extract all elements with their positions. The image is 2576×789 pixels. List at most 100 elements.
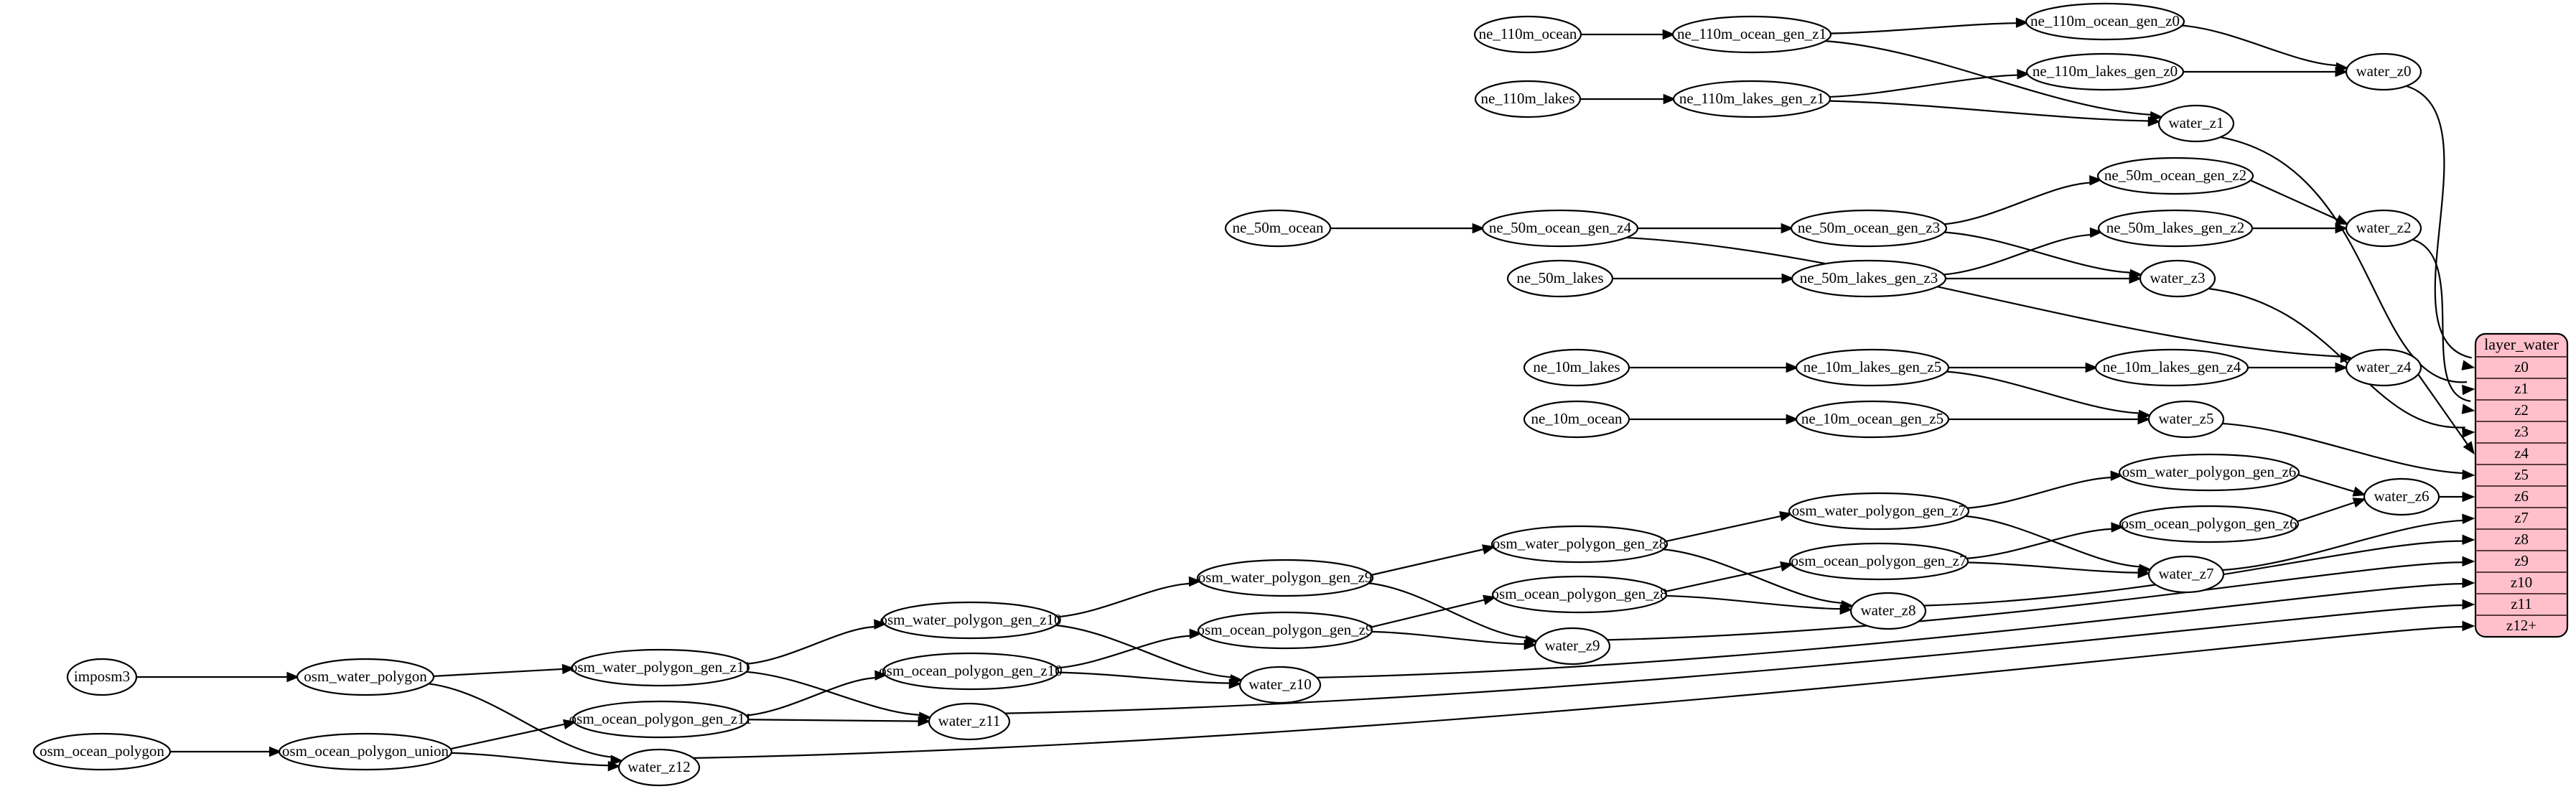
node-ellipse[interactable] bbox=[1238, 666, 1322, 704]
graph-node-water_z11[interactable]: water_z11 bbox=[928, 702, 1011, 741]
graph-node-ne_50m_lakes[interactable]: ne_50m_lakes bbox=[1506, 259, 1614, 298]
graph-node-water_z12[interactable]: water_z12 bbox=[617, 748, 701, 787]
graph-node-osm_ocean_polygon_gen_z9[interactable]: osm_ocean_polygon_gen_z9 bbox=[1197, 611, 1373, 650]
graph-node-osm_water_polygon_gen_z6[interactable]: osm_water_polygon_gen_z6 bbox=[2118, 453, 2300, 492]
graph-node-ne_110m_lakes_gen_z1[interactable]: ne_110m_lakes_gen_z1 bbox=[1672, 80, 1831, 118]
layer-water-table[interactable]: layer_waterz0z1z2z3z4z5z6z7z8z9z10z11z12… bbox=[2474, 332, 2569, 638]
layer-water-row-z12+[interactable]: z12+ bbox=[2506, 617, 2537, 634]
node-ellipse[interactable] bbox=[1788, 542, 1969, 581]
node-ellipse[interactable] bbox=[2147, 555, 2225, 594]
node-ellipse[interactable] bbox=[928, 702, 1011, 741]
node-ellipse[interactable] bbox=[1672, 80, 1831, 118]
node-ellipse[interactable] bbox=[1196, 559, 1374, 597]
node-ellipse[interactable] bbox=[1795, 400, 1950, 439]
layer-water-row-z0[interactable]: z0 bbox=[2514, 358, 2529, 375]
node-ellipse[interactable] bbox=[2025, 52, 2185, 91]
node-ellipse[interactable] bbox=[2096, 157, 2254, 195]
node-ellipse[interactable] bbox=[2118, 453, 2300, 492]
node-ellipse[interactable] bbox=[1490, 525, 1669, 564]
node-ellipse[interactable] bbox=[1224, 209, 1332, 248]
layer-water-row-z3[interactable]: z3 bbox=[2514, 423, 2529, 440]
node-ellipse[interactable] bbox=[1523, 348, 1630, 387]
graph-node-water_z3[interactable]: water_z3 bbox=[2139, 259, 2216, 298]
node-ellipse[interactable] bbox=[571, 648, 750, 687]
node-ellipse[interactable] bbox=[2094, 348, 2249, 387]
layer-water-row-z5[interactable]: z5 bbox=[2514, 466, 2529, 483]
graph-node-water_z6[interactable]: water_z6 bbox=[2363, 477, 2440, 516]
node-ellipse[interactable] bbox=[2025, 2, 2185, 41]
node-ellipse[interactable] bbox=[1791, 259, 1947, 298]
node-ellipse[interactable] bbox=[1491, 575, 1668, 614]
graph-node-ne_110m_lakes[interactable]: ne_110m_lakes bbox=[1474, 80, 1582, 118]
graph-node-water_z8[interactable]: water_z8 bbox=[1849, 592, 1927, 630]
node-ellipse[interactable] bbox=[1849, 592, 1927, 630]
graph-node-osm_ocean_polygon_gen_z7[interactable]: osm_ocean_polygon_gen_z7 bbox=[1788, 542, 1969, 581]
graph-node-water_z7[interactable]: water_z7 bbox=[2147, 555, 2225, 594]
node-ellipse[interactable] bbox=[881, 601, 1060, 640]
node-ellipse[interactable] bbox=[617, 748, 701, 787]
graph-node-osm_water_polygon_gen_z9[interactable]: osm_water_polygon_gen_z9 bbox=[1196, 559, 1374, 597]
node-ellipse[interactable] bbox=[2139, 259, 2216, 298]
graph-node-ne_50m_ocean_gen_z4[interactable]: ne_50m_ocean_gen_z4 bbox=[1481, 209, 1639, 248]
graph-node-ne_10m_lakes_gen_z5[interactable]: ne_10m_lakes_gen_z5 bbox=[1795, 348, 1950, 387]
graph-node-osm_ocean_polygon_gen_z11[interactable]: osm_ocean_polygon_gen_z11 bbox=[569, 700, 752, 739]
node-ellipse[interactable] bbox=[1474, 80, 1582, 118]
graph-node-osm_ocean_polygon_gen_z6[interactable]: osm_ocean_polygon_gen_z6 bbox=[2119, 505, 2300, 543]
node-ellipse[interactable] bbox=[1790, 209, 1948, 248]
graph-node-osm_ocean_polygon_union[interactable]: osm_ocean_polygon_union bbox=[278, 732, 453, 771]
graph-node-water_z9[interactable]: water_z9 bbox=[1534, 627, 1611, 666]
graph-node-water_z10[interactable]: water_z10 bbox=[1238, 666, 1322, 704]
graph-node-osm_water_polygon_gen_z7[interactable]: osm_water_polygon_gen_z7 bbox=[1788, 492, 1970, 531]
graph-node-ne_10m_ocean_gen_z5[interactable]: ne_10m_ocean_gen_z5 bbox=[1795, 400, 1950, 439]
graph-node-ne_10m_lakes[interactable]: ne_10m_lakes bbox=[1523, 348, 1630, 387]
layer-water-row-z7[interactable]: z7 bbox=[2514, 509, 2529, 526]
node-ellipse[interactable] bbox=[296, 658, 435, 696]
node-ellipse[interactable] bbox=[1671, 15, 1832, 54]
graph-node-osm_ocean_polygon[interactable]: osm_ocean_polygon bbox=[32, 732, 172, 771]
node-ellipse[interactable] bbox=[1481, 209, 1639, 248]
node-ellipse[interactable] bbox=[1795, 348, 1950, 387]
layer-water-row-z6[interactable]: z6 bbox=[2514, 487, 2529, 505]
node-ellipse[interactable] bbox=[32, 732, 172, 771]
node-ellipse[interactable] bbox=[1788, 492, 1970, 531]
graph-node-water_z5[interactable]: water_z5 bbox=[2147, 400, 2225, 439]
layer-water-row-z2[interactable]: z2 bbox=[2514, 401, 2529, 419]
graph-node-ne_110m_ocean_gen_z1[interactable]: ne_110m_ocean_gen_z1 bbox=[1671, 15, 1832, 54]
graph-node-osm_ocean_polygon_gen_z10[interactable]: osm_ocean_polygon_gen_z10 bbox=[879, 652, 1063, 691]
graph-node-imposm3[interactable]: imposm3 bbox=[66, 658, 138, 696]
layer-water-row-z4[interactable]: z4 bbox=[2514, 444, 2529, 462]
graph-node-osm_ocean_polygon_gen_z8[interactable]: osm_ocean_polygon_gen_z8 bbox=[1491, 575, 1668, 614]
node-ellipse[interactable] bbox=[1523, 400, 1630, 439]
layer-water-row-z8[interactable]: z8 bbox=[2514, 531, 2529, 548]
graph-node-ne_10m_ocean[interactable]: ne_10m_ocean bbox=[1523, 400, 1630, 439]
node-ellipse[interactable] bbox=[1473, 15, 1582, 54]
graph-node-water_z4[interactable]: water_z4 bbox=[2345, 348, 2422, 387]
graph-node-ne_110m_lakes_gen_z0[interactable]: ne_110m_lakes_gen_z0 bbox=[2025, 52, 2185, 91]
node-ellipse[interactable] bbox=[2345, 209, 2422, 248]
graph-node-ne_110m_ocean[interactable]: ne_110m_ocean bbox=[1473, 15, 1582, 54]
graph-node-ne_50m_ocean[interactable]: ne_50m_ocean bbox=[1224, 209, 1332, 248]
node-ellipse[interactable] bbox=[882, 652, 1060, 691]
graph-node-ne_110m_ocean_gen_z0[interactable]: ne_110m_ocean_gen_z0 bbox=[2025, 2, 2185, 41]
layer-water-row-z11[interactable]: z11 bbox=[2511, 595, 2532, 612]
graph-node-ne_10m_lakes_gen_z4[interactable]: ne_10m_lakes_gen_z4 bbox=[2094, 348, 2249, 387]
node-ellipse[interactable] bbox=[2097, 209, 2254, 248]
graph-node-ne_50m_lakes_gen_z3[interactable]: ne_50m_lakes_gen_z3 bbox=[1791, 259, 1947, 298]
node-ellipse[interactable] bbox=[1197, 611, 1373, 650]
graph-node-water_z0[interactable]: water_z0 bbox=[2345, 52, 2422, 91]
graph-node-water_z1[interactable]: water_z1 bbox=[2157, 104, 2235, 143]
node-ellipse[interactable] bbox=[2157, 104, 2235, 143]
graph-node-osm_water_polygon_gen_z11[interactable]: osm_water_polygon_gen_z11 bbox=[570, 648, 751, 687]
graph-node-ne_50m_ocean_gen_z2[interactable]: ne_50m_ocean_gen_z2 bbox=[2096, 157, 2254, 195]
graph-node-ne_50m_ocean_gen_z3[interactable]: ne_50m_ocean_gen_z3 bbox=[1790, 209, 1948, 248]
layer-water-row-z9[interactable]: z9 bbox=[2514, 552, 2529, 569]
node-ellipse[interactable] bbox=[571, 700, 750, 739]
layer-water-row-z1[interactable]: z1 bbox=[2514, 380, 2529, 397]
node-ellipse[interactable] bbox=[1534, 627, 1611, 666]
graph-node-ne_50m_lakes_gen_z2[interactable]: ne_50m_lakes_gen_z2 bbox=[2097, 209, 2254, 248]
graph-node-osm_water_polygon_gen_z8[interactable]: osm_water_polygon_gen_z8 bbox=[1490, 525, 1669, 564]
node-ellipse[interactable] bbox=[1506, 259, 1614, 298]
node-ellipse[interactable] bbox=[2363, 477, 2440, 516]
layer-water-row-z10[interactable]: z10 bbox=[2511, 574, 2532, 591]
node-ellipse[interactable] bbox=[2147, 400, 2225, 439]
